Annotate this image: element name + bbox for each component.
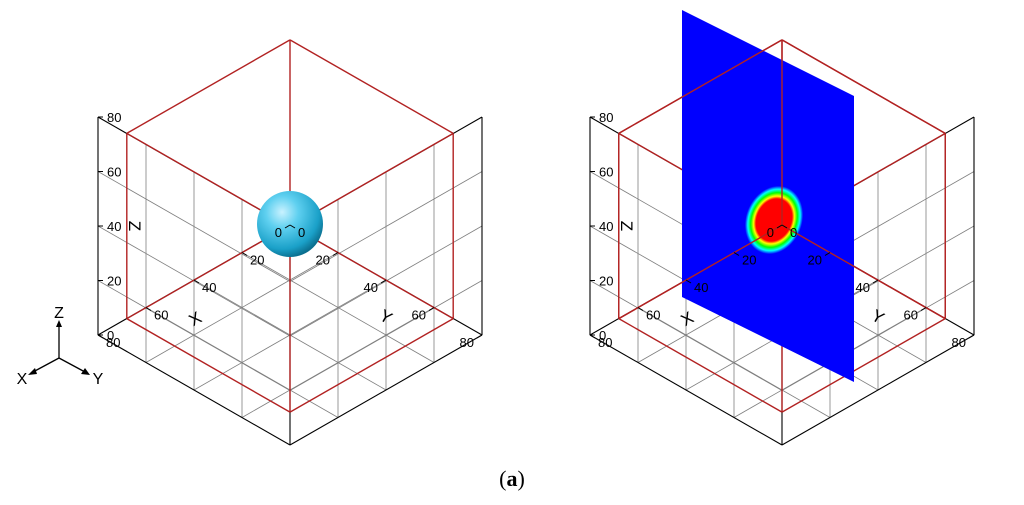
y-tick-mark: [824, 252, 831, 256]
y-tick-mark: [920, 307, 927, 311]
triad-x-label: X: [17, 371, 28, 388]
x-tick-mark: [145, 307, 152, 311]
x-tick-mark: [241, 252, 248, 256]
z-axis-label: Z: [617, 221, 636, 231]
box-edge-line: [618, 318, 783, 413]
grid-line: [289, 225, 483, 337]
grid-line: [97, 171, 291, 282]
y-tick-label: 0: [767, 225, 774, 240]
y-tick-mark: [776, 224, 783, 229]
y-tick-mark: [284, 224, 291, 229]
x-tick-label: 60: [646, 308, 660, 323]
x-tick-mark: [685, 279, 692, 284]
y-tick-label: 0: [275, 225, 282, 240]
y-tick-mark: [428, 307, 435, 311]
box-edge-line: [781, 318, 946, 413]
y-tick-label: 20: [808, 253, 822, 268]
x-tick-label: 40: [694, 280, 708, 295]
y-tick-mark: [332, 252, 339, 256]
box-edge-line: [289, 318, 454, 413]
x-tick-mark: [733, 252, 740, 256]
x-tick-mark: [289, 224, 296, 229]
y-tick-label: 60: [412, 308, 426, 323]
triad-y-label: Y: [93, 371, 104, 388]
x-tick-label: 20: [250, 253, 264, 268]
axis-frame-line: [289, 334, 483, 446]
y-tick-mark: [380, 279, 387, 284]
z-tick-label: 40: [599, 219, 613, 234]
x-tick-mark: [781, 224, 788, 229]
z-tick-label: 0: [107, 328, 114, 343]
x-tick-label: 80: [106, 335, 120, 350]
grid-line: [241, 307, 435, 418]
x-tick-label: 0: [298, 225, 305, 240]
grid-line: [289, 171, 483, 282]
z-tick-label: 40: [107, 219, 121, 234]
y-tick-mark: [872, 279, 879, 284]
box-edge-line: [781, 39, 946, 134]
box-edge-line: [618, 39, 783, 134]
y-tick-label: 60: [904, 308, 918, 323]
grid-line: [97, 225, 291, 337]
axis-frame-line: [589, 334, 783, 446]
y-tick-label: 40: [364, 280, 378, 295]
x-tick-label: 40: [202, 280, 216, 295]
y-tick-label: 40: [856, 280, 870, 295]
z-tick-label: 60: [599, 165, 613, 180]
x-tick-mark: [193, 279, 200, 284]
x-tick-label: 20: [742, 253, 756, 268]
figure-caption: (a): [499, 466, 525, 491]
x-tick-label: 60: [154, 308, 168, 323]
y-axis-label: Y: [376, 306, 395, 328]
y-tick-label: 80: [952, 335, 966, 350]
z-tick-label: 20: [107, 274, 121, 289]
y-tick-mark: [476, 334, 483, 339]
z-tick-label: 0: [599, 328, 606, 343]
z-tick-label: 60: [107, 165, 121, 180]
x-tick-label: 0: [790, 225, 797, 240]
slice-contour-core: [744, 185, 804, 255]
x-tick-mark: [97, 334, 104, 339]
box-edge-line: [618, 224, 783, 320]
x-tick-mark: [637, 307, 644, 311]
triad-z-label: Z: [54, 305, 64, 322]
box-edge-line: [126, 39, 291, 134]
z-tick-label: 80: [107, 110, 121, 125]
sphere-icon: [257, 191, 323, 257]
box-edge-line: [126, 318, 291, 413]
x-tick-label: 80: [598, 335, 612, 350]
x-axis-label: X: [186, 308, 205, 330]
grid-line: [145, 307, 339, 418]
z-tick-label: 20: [599, 274, 613, 289]
grid-line: [637, 307, 831, 418]
y-tick-label: 20: [316, 253, 330, 268]
box-edge-line: [781, 224, 946, 320]
x-axis-label: X: [678, 308, 697, 330]
y-tick-mark: [968, 334, 975, 339]
x-tick-mark: [589, 334, 596, 339]
box-edge-line: [289, 39, 454, 134]
y-axis-label: Y: [868, 306, 887, 328]
axis-frame-line: [97, 334, 291, 446]
z-tick-label: 80: [599, 110, 613, 125]
xyz-axis-triad-icon: Z X Y: [17, 305, 104, 388]
axis-frame-line: [781, 334, 975, 446]
z-axis-label: Z: [125, 221, 144, 231]
y-tick-label: 80: [460, 335, 474, 350]
